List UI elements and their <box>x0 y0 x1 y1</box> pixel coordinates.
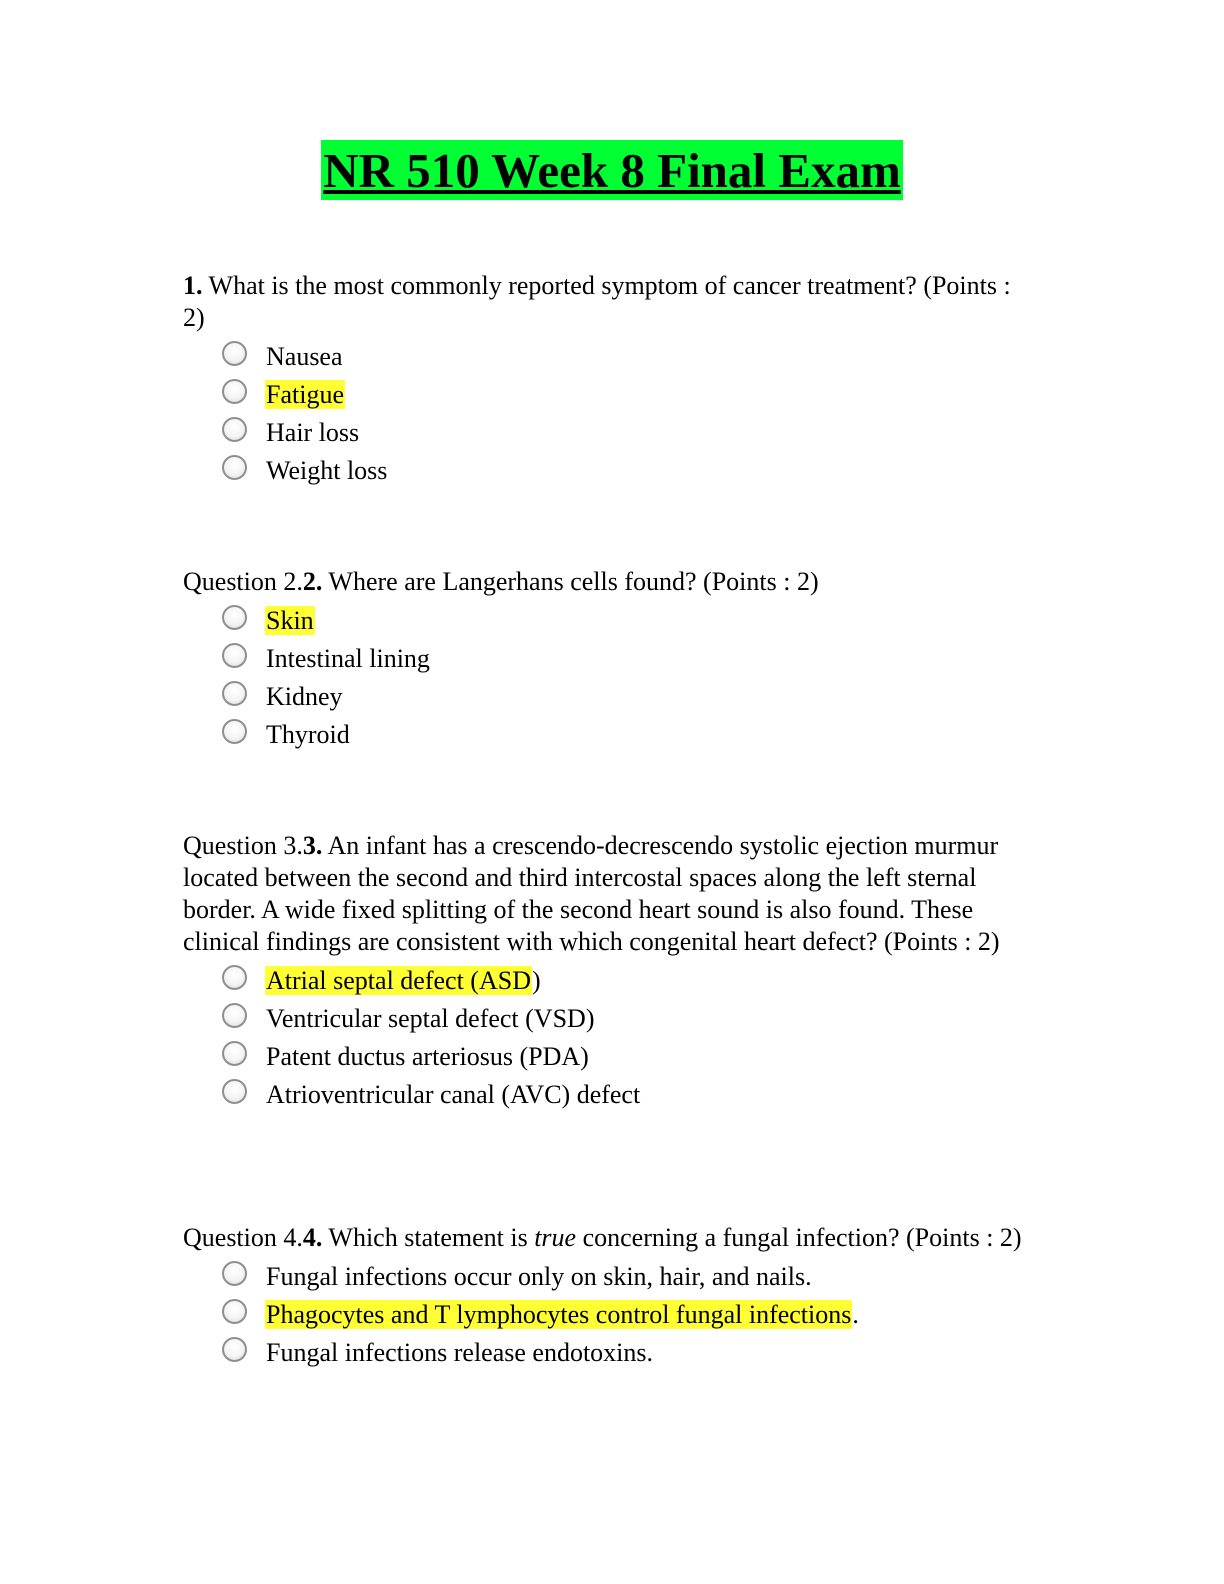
question-number: 1. <box>183 271 203 300</box>
option-label: Fungal infections occur only on skin, ha… <box>266 1262 812 1291</box>
option-weight-loss[interactable]: Weight loss <box>183 452 1023 490</box>
option-label: Phagocytes and T lymphocytes control fun… <box>265 1300 853 1329</box>
radio-button-icon[interactable] <box>222 1079 247 1104</box>
question-4: Question 4.4. Which statement is true co… <box>183 1222 1023 1372</box>
option-label: Ventricular septal defect (VSD) <box>266 1004 595 1033</box>
option-label: Fatigue <box>265 380 345 409</box>
option-label: Kidney <box>266 682 343 711</box>
radio-button-icon[interactable] <box>222 965 247 990</box>
answer-options: Nausea Fatigue Hair loss Weight loss <box>183 338 1023 490</box>
radio-button-icon[interactable] <box>222 681 247 706</box>
radio-button-icon[interactable] <box>222 1041 247 1066</box>
question-3: Question 3.3. An infant has a crescendo-… <box>183 830 1023 1114</box>
question-2: Question 2.2. Where are Langerhans cells… <box>183 566 1023 754</box>
option-label-tail: . <box>852 1300 859 1329</box>
option-label: Skin <box>265 606 315 635</box>
option-label: Nausea <box>266 342 343 371</box>
option-hair-loss[interactable]: Hair loss <box>183 414 1023 452</box>
question-stem: What is the most commonly reported sympt… <box>183 271 1011 332</box>
radio-button-icon[interactable] <box>222 379 247 404</box>
question-text: Question 4.4. Which statement is true co… <box>183 1222 1023 1254</box>
option-pda[interactable]: Patent ductus arteriosus (PDA) <box>183 1038 1023 1076</box>
option-kidney[interactable]: Kidney <box>183 678 1023 716</box>
option-label: Atrial septal defect (ASD <box>265 966 532 995</box>
option-endotoxins[interactable]: Fungal infections release endotoxins. <box>183 1334 1023 1372</box>
question-number: 4. <box>302 1223 323 1252</box>
option-label: Patent ductus arteriosus (PDA) <box>266 1042 589 1071</box>
option-label: Weight loss <box>266 456 388 485</box>
question-number: 3. <box>302 831 323 860</box>
question-prefix: Question 4. <box>183 1223 303 1252</box>
question-prefix: Question 3. <box>183 831 303 860</box>
option-label: Thyroid <box>266 720 350 749</box>
option-asd[interactable]: Atrial septal defect (ASD) <box>183 962 1023 1000</box>
option-label: Atrioventricular canal (AVC) defect <box>266 1080 641 1109</box>
radio-button-icon[interactable] <box>222 1261 247 1286</box>
radio-button-icon[interactable] <box>222 605 247 630</box>
question-emphasis: true <box>534 1223 577 1252</box>
option-label: Intestinal lining <box>266 644 430 673</box>
question-text: 1. What is the most commonly reported sy… <box>183 270 1023 334</box>
option-avc[interactable]: Atrioventricular canal (AVC) defect <box>183 1076 1023 1114</box>
title-container: NR 510 Week 8 Final Exam <box>0 140 1224 200</box>
option-thyroid[interactable]: Thyroid <box>183 716 1023 754</box>
option-intestinal-lining[interactable]: Intestinal lining <box>183 640 1023 678</box>
radio-button-icon[interactable] <box>222 719 247 744</box>
radio-button-icon[interactable] <box>222 417 247 442</box>
question-stem: Which statement is <box>322 1223 535 1252</box>
option-phagocytes[interactable]: Phagocytes and T lymphocytes control fun… <box>183 1296 1023 1334</box>
question-stem: Where are Langerhans cells found? (Point… <box>322 567 819 596</box>
exam-title: NR 510 Week 8 Final Exam <box>321 140 903 200</box>
option-label: Hair loss <box>266 418 360 447</box>
answer-options: Fungal infections occur only on skin, ha… <box>183 1258 1023 1372</box>
question-number: 2. <box>302 567 323 596</box>
answer-options: Skin Intestinal lining Kidney Thyroid <box>183 602 1023 754</box>
option-label-tail: ) <box>531 966 541 995</box>
question-1: 1. What is the most commonly reported sy… <box>183 270 1023 490</box>
radio-button-icon[interactable] <box>222 1299 247 1324</box>
question-stem-end: concerning a fungal infection? (Points :… <box>576 1223 1022 1252</box>
radio-button-icon[interactable] <box>222 455 247 480</box>
question-prefix: Question 2. <box>183 567 303 596</box>
question-stem: An infant has a crescendo-decrescendo sy… <box>183 831 1000 956</box>
option-nausea[interactable]: Nausea <box>183 338 1023 376</box>
option-fatigue[interactable]: Fatigue <box>183 376 1023 414</box>
radio-button-icon[interactable] <box>222 643 247 668</box>
radio-button-icon[interactable] <box>222 341 247 366</box>
question-text: Question 3.3. An infant has a crescendo-… <box>183 830 1023 958</box>
question-text: Question 2.2. Where are Langerhans cells… <box>183 566 1023 598</box>
option-vsd[interactable]: Ventricular septal defect (VSD) <box>183 1000 1023 1038</box>
option-skin[interactable]: Skin <box>183 602 1023 640</box>
radio-button-icon[interactable] <box>222 1337 247 1362</box>
option-skin-hair-nails[interactable]: Fungal infections occur only on skin, ha… <box>183 1258 1023 1296</box>
answer-options: Atrial septal defect (ASD) Ventricular s… <box>183 962 1023 1114</box>
option-label: Fungal infections release endotoxins. <box>266 1338 654 1367</box>
radio-button-icon[interactable] <box>222 1003 247 1028</box>
